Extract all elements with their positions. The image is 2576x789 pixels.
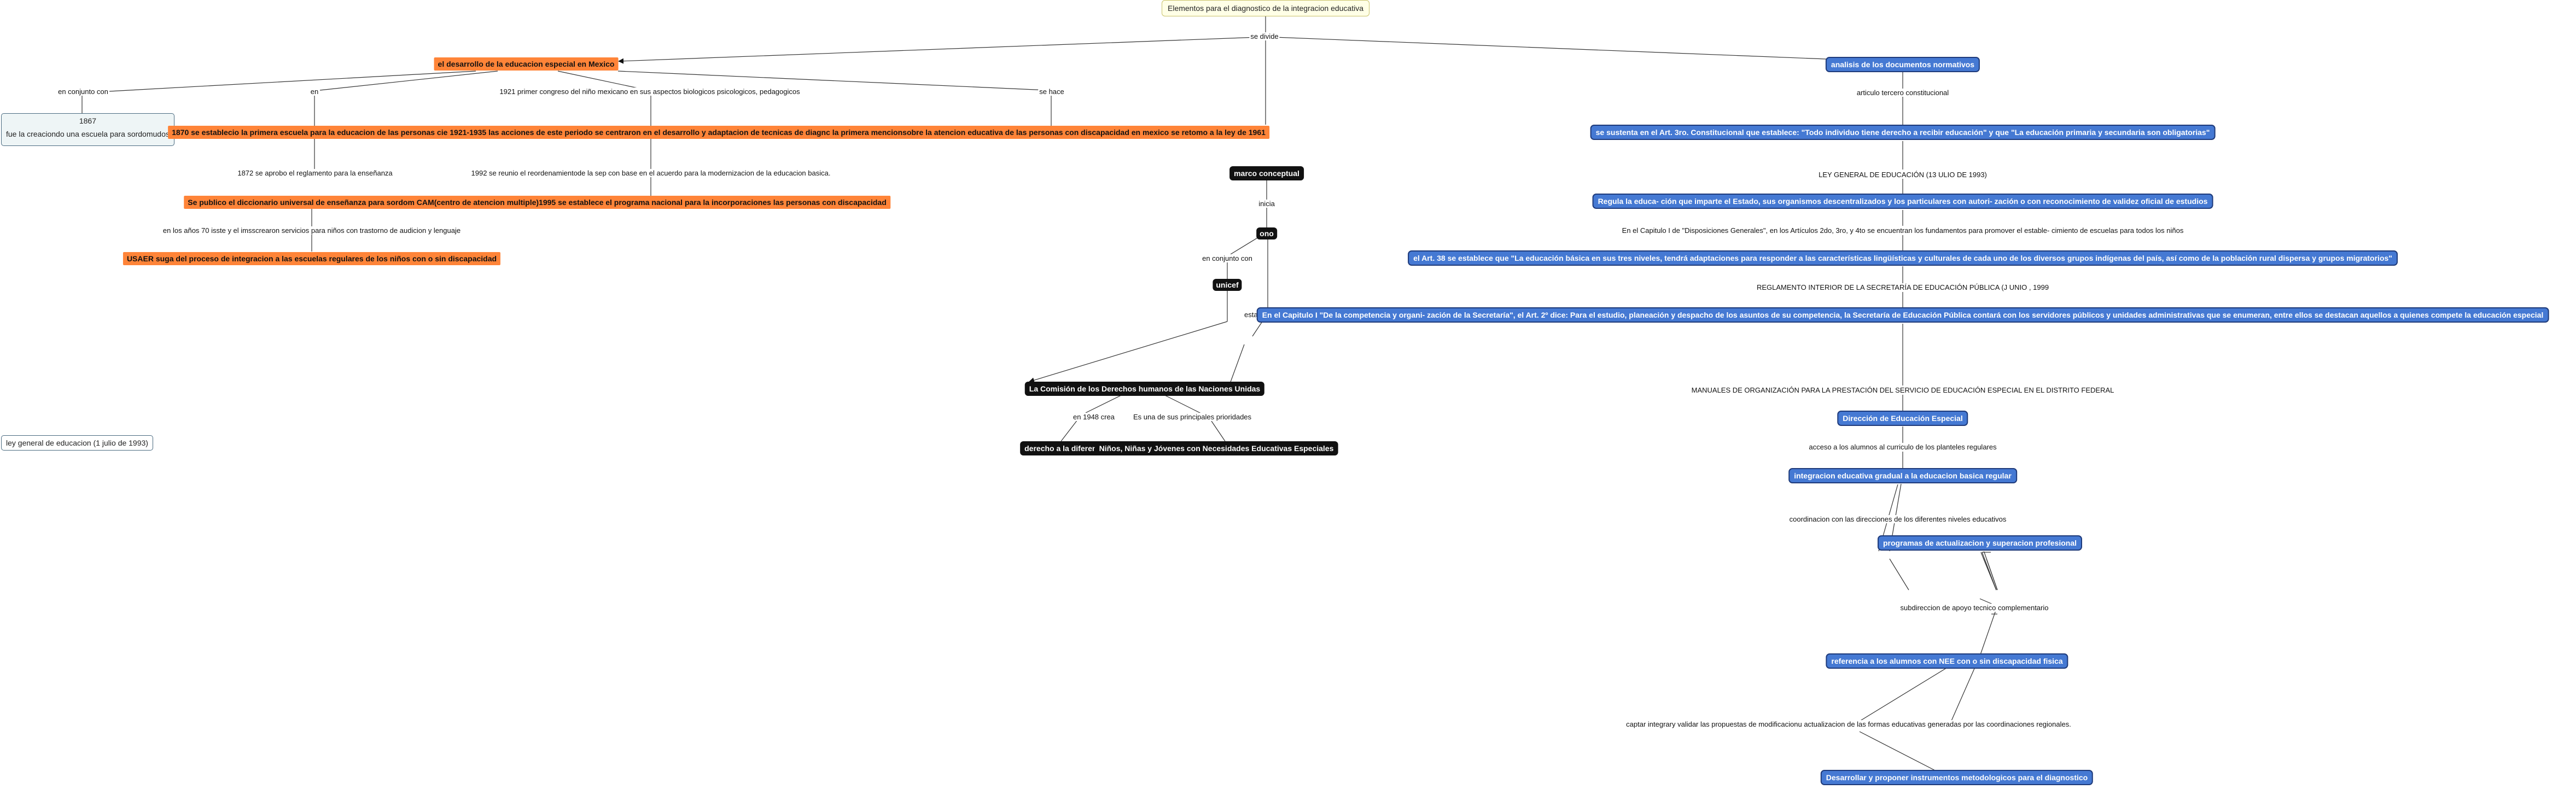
concept-diccionario[interactable]: Se publico el diccionario universal de e… [184, 196, 890, 209]
root-concept[interactable]: Elementos para el diagnostico de la inte… [1161, 0, 1370, 16]
concept-art38[interactable]: el Art. 38 se establece que "La educació… [1408, 250, 2398, 266]
link-en-1948: en 1948 crea [1072, 413, 1116, 421]
link-en-conjunto-con: en conjunto con [1201, 254, 1254, 262]
link-captar: captar integrary validar las propuestas … [1625, 720, 2072, 728]
concept-direccion[interactable]: Dirección de Educación Especial [1837, 411, 1968, 426]
concept-1867[interactable]: 1867 fue la creaciondo una escuela para … [1, 113, 174, 146]
concept-ono[interactable]: ono [1256, 227, 1277, 239]
concept-comision[interactable]: La Comisión de los Derechos humanos de l… [1024, 382, 1265, 396]
link-congreso: 1921 primer congreso del niño mexicano e… [498, 87, 801, 96]
concept-programas[interactable]: programas de actualizacion y superacion … [1878, 535, 2082, 551]
link-sep1992: 1992 se reunio el reordenamientode la se… [470, 169, 832, 177]
concept-usaer[interactable]: USAER suga del proceso de integracion a … [123, 252, 501, 265]
link-articulo: articulo tercero constitucional [1855, 89, 1950, 97]
link-en: en [309, 87, 320, 96]
link-capitulo-i: En el Capitulo I de "Disposiciones Gener… [1621, 226, 2185, 235]
concept-marco[interactable]: marco conceptual [1229, 166, 1304, 180]
concept-1867-body: fue la creaciondo una escuela para sordo… [6, 130, 170, 138]
link-reglamento: 1872 se aprobo el reglamento para la ens… [236, 169, 394, 177]
concept-sustenta[interactable]: se sustenta en el Art. 3ro. Constitucion… [1590, 125, 2216, 140]
link-prioridades: Es una de sus principales prioridades [1132, 413, 1253, 421]
concept-1867-title: 1867 [79, 116, 97, 125]
concept-ninos[interactable]: Niños, Niñas y Jóvenes con Necesidades E… [1094, 441, 1338, 455]
link-se-divide: se divide [1249, 32, 1280, 40]
concept-ley-general[interactable]: ley general de educacion (1 julio de 199… [1, 435, 153, 451]
link-inicia: inicia [1257, 200, 1276, 208]
concept-desarrollar[interactable]: Desarrollar y proponer instrumentos meto… [1820, 770, 2094, 785]
concept-unicef[interactable]: unicef [1213, 279, 1242, 291]
concept-analisis[interactable]: analisis de los documentos normativos [1825, 57, 1980, 72]
link-subdireccion: subdireccion de apoyo tecnico complement… [1899, 604, 2050, 612]
link-manuales: MANUALES DE ORGANIZACIÓN PARA LA PRESTAC… [1690, 386, 2115, 394]
concept-desarrollo[interactable]: el desarrollo de la educacion especial e… [434, 57, 619, 71]
link-se-hace: se hace [1038, 87, 1065, 96]
concept-referencia[interactable]: referencia a los alumnos con NEE con o s… [1826, 653, 2068, 669]
concept-integracion[interactable]: integracion educativa gradual a la educa… [1788, 468, 2017, 483]
link-ley1993: LEY GENERAL DE EDUCACIÓN (13 ULIO DE 199… [1817, 171, 1988, 179]
link-reglamento-sep: REGLAMENTO INTERIOR DE LA SECRETARÍA DE … [1755, 283, 2050, 291]
link-acceso: acceso a los alumnos al curriculo de los… [1808, 443, 1998, 451]
link-en-conjunto: en conjunto con [57, 87, 109, 96]
link-coordinacion: coordinacion con las direcciones de los … [1788, 515, 2008, 523]
concept-regula[interactable]: Regula la educa- ción que imparte el Est… [1592, 194, 2213, 209]
concept-capitulo1[interactable]: En el Capitulo I "De la competencia y or… [1256, 307, 2549, 323]
link-anos70: en los años 70 isste y el imsscrearon se… [161, 226, 462, 235]
concept-1870[interactable]: 1870 se establecio la primera escuela pa… [168, 126, 1269, 139]
